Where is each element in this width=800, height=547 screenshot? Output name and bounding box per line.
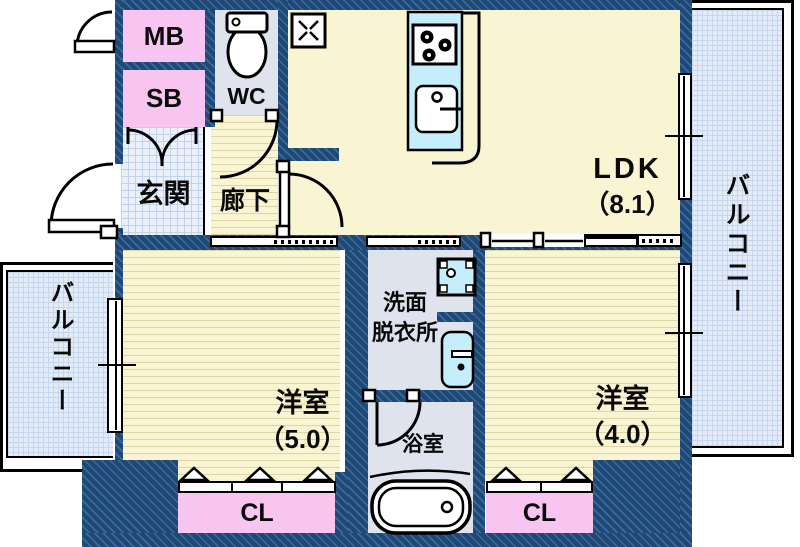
closet-door-divider [540, 483, 542, 491]
meter-box-label: MB [143, 21, 185, 51]
ldk-size-label: （8.1） [583, 189, 672, 219]
bathroom-label: 浴室 [402, 433, 444, 456]
balcony-left-floor [6, 270, 113, 458]
wall-top [115, 0, 692, 10]
sliding-door-dots [418, 239, 457, 244]
sliding-panel-ldk-bedroom [584, 234, 638, 247]
entrance-label: 玄関 [136, 179, 191, 209]
wall-bottom [82, 533, 692, 547]
mb-door-leaf [73, 39, 116, 54]
hallway-label: 廊下 [219, 187, 270, 215]
wall-sb-wc [205, 10, 215, 127]
balcony-left-label: バルコニー [46, 280, 73, 415]
entrance-door-leaf [47, 218, 116, 234]
wall-washroom-stub [437, 312, 473, 322]
entrance-door-arc [49, 162, 114, 227]
closet-door-divider [231, 483, 233, 491]
bedroom-small-label: 洋室 [595, 384, 650, 414]
wall-block-bottom-left [82, 460, 178, 535]
wall-right-lower [680, 398, 692, 533]
bedroom-large-label: 洋室 [275, 388, 330, 418]
closet-right-label: CL [522, 499, 557, 527]
wall-block-bottom-right [593, 460, 692, 535]
ldk-label: LDK [593, 153, 662, 185]
wall-right-upper [680, 0, 692, 73]
wall-wc-ldk [278, 0, 288, 162]
wall-left-upper [115, 0, 123, 164]
wall-left-lower [115, 433, 123, 462]
wall-mb-sb-divider [123, 62, 205, 70]
closet-left-area [178, 493, 336, 535]
shoe-box-label: SB [145, 83, 183, 113]
sliding-track-ldk-bedroom [490, 234, 586, 247]
sliding-door-hallway-bedroom [210, 236, 338, 247]
washroom-label-line2: 脱衣所 [371, 320, 438, 345]
meter-box-area [123, 10, 205, 62]
sliding-panel-dotted-ldk-bedroom [637, 234, 682, 247]
mb-door-arc [75, 10, 113, 48]
window-bedroom-small-balcony [678, 263, 692, 398]
balcony-right-floor [692, 8, 784, 448]
washroom-label-line1: 洗面 [382, 290, 427, 315]
bedroom-small-floor [485, 250, 680, 460]
wall-kitchen-stub [286, 148, 339, 161]
wc-label: WC [227, 83, 266, 109]
hallway-floor [210, 115, 278, 235]
entrance-step-strip [203, 127, 211, 235]
window-bedroom-large-balcony [107, 298, 123, 433]
bedroom-large-floor [123, 250, 340, 481]
bedroom-large-size-label: （5.0） [258, 424, 347, 454]
balcony-right-label: バルコニー [722, 172, 750, 317]
wall-left-mid [115, 228, 123, 298]
wall-closet-left-side [335, 472, 348, 535]
bathroom-floor [368, 402, 473, 533]
room-ldk-floor [288, 10, 680, 235]
wall-right-mid [680, 200, 692, 263]
sliding-door-dots [274, 239, 334, 244]
bedroom-small-floor-ext [485, 460, 593, 481]
closet-door-divider [281, 483, 283, 491]
closet-right-doors [486, 481, 593, 493]
shoe-box-area [123, 70, 205, 127]
closet-left-doors [178, 481, 336, 493]
closet-right-area [486, 493, 593, 535]
closet-left-label: CL [240, 499, 274, 527]
sliding-door-washroom [366, 236, 461, 247]
sliding-door-dots [642, 238, 677, 243]
bedroom-small-size-label: （4.0） [578, 419, 667, 449]
